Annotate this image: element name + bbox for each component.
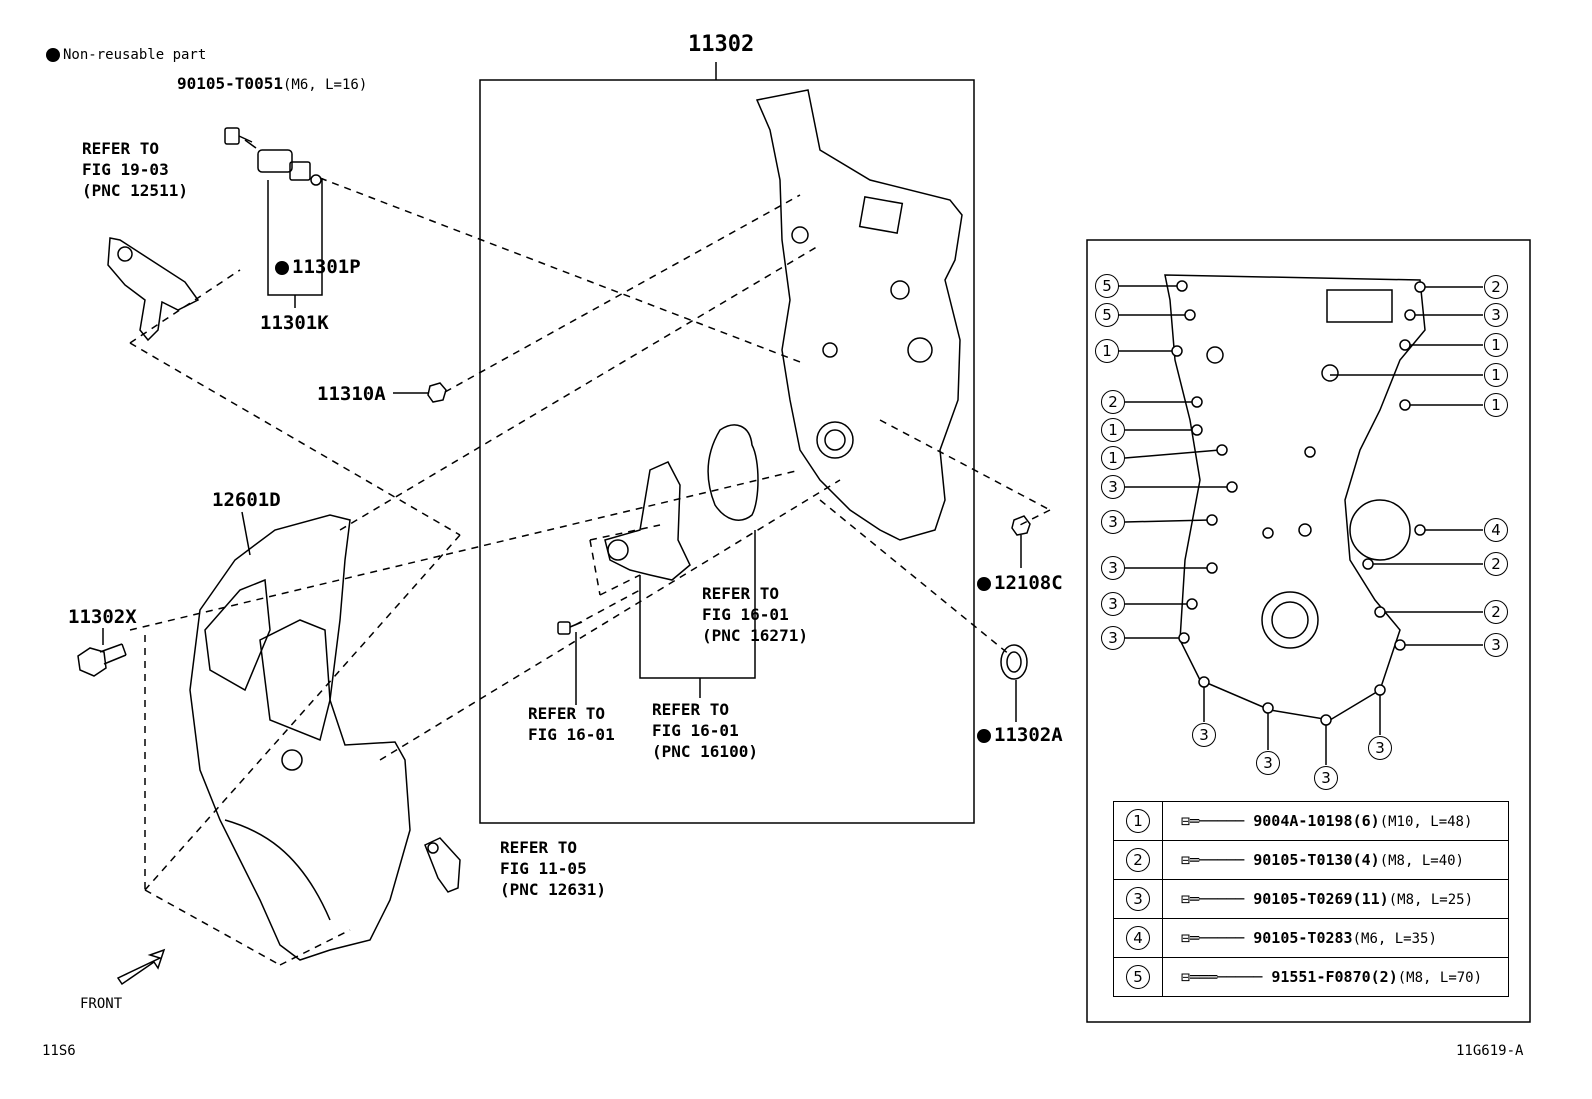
bracket-12511-shape bbox=[107, 237, 200, 342]
callout-circle: 3 bbox=[1484, 303, 1508, 327]
inset-leader-lines bbox=[1118, 285, 1483, 765]
callout-circle: 3 bbox=[1101, 475, 1125, 499]
cover-12601d-shape bbox=[189, 514, 411, 961]
label-12601d[interactable]: 12601D bbox=[212, 489, 281, 511]
bolt-icon: ⊟═───── bbox=[1181, 890, 1245, 908]
timing-cover-11302-shape bbox=[755, 89, 963, 541]
callout-circle: 1 bbox=[1126, 809, 1150, 833]
oil-seal-11302a-shape bbox=[1000, 644, 1028, 680]
bolt-row[interactable]: 1 ⊟═───── 9004A-10198(6)(M10, L=48) bbox=[1113, 801, 1509, 841]
callout-circle: 3 bbox=[1101, 510, 1125, 534]
bolt-row[interactable]: 5 ⊟═══───── 91551-F0870(2)(M8, L=70) bbox=[1113, 957, 1509, 997]
refer-fig-11-05[interactable]: REFER TO FIG 11-05 (PNC 12631) bbox=[500, 838, 606, 899]
bolt-row[interactable]: 3 ⊟═───── 90105-T0269(11)(M8, L=25) bbox=[1113, 879, 1509, 919]
label-11301p[interactable]: 11301P bbox=[275, 256, 361, 278]
callout-circle: 1 bbox=[1484, 363, 1508, 387]
label-11310a[interactable]: 11310A bbox=[317, 383, 386, 405]
crank-position-sensor-shape bbox=[244, 139, 322, 186]
non-reusable-dot-icon bbox=[46, 48, 60, 62]
callout-circle: 1 bbox=[1101, 446, 1125, 470]
callout-circle: 3 bbox=[1101, 556, 1125, 580]
label-11301k[interactable]: 11301K bbox=[260, 312, 329, 334]
callout-circle: 2 bbox=[1484, 600, 1508, 624]
callout-circle: 2 bbox=[1484, 552, 1508, 576]
bolt-location-box bbox=[1086, 239, 1531, 1023]
label-12108c[interactable]: 12108C bbox=[977, 572, 1063, 594]
callout-circle: 4 bbox=[1126, 926, 1150, 950]
bolt-11302x-shape bbox=[77, 643, 127, 677]
bolt-row[interactable]: 2 ⊟═───── 90105-T0130(4)(M8, L=40) bbox=[1113, 840, 1509, 880]
long-bolt-icon: ⊟═══───── bbox=[1181, 968, 1263, 986]
assembly-guide-lines bbox=[129, 177, 1051, 966]
gasket-16271-shape bbox=[707, 424, 759, 521]
bolt-icon: ⊟═───── bbox=[1181, 929, 1245, 947]
callout-circle: 2 bbox=[1484, 275, 1508, 299]
refer-fig-16-01-pnc-16271[interactable]: REFER TO FIG 16-01 (PNC 16271) bbox=[702, 584, 808, 645]
callout-circle: 1 bbox=[1484, 333, 1508, 357]
callout-circle: 3 bbox=[1256, 751, 1280, 775]
label-90105-t0051[interactable]: 90105-T0051(M6, L=16) bbox=[177, 74, 368, 93]
label-11302[interactable]: 11302 bbox=[688, 32, 755, 57]
callout-circle: 3 bbox=[1484, 633, 1508, 657]
callout-circle: 4 bbox=[1484, 518, 1508, 542]
label-11302a[interactable]: 11302A bbox=[977, 724, 1063, 746]
nut-11310a-shape bbox=[427, 382, 447, 403]
refer-fig-16-01[interactable]: REFER TO FIG 16-01 bbox=[528, 704, 615, 744]
callout-circle: 1 bbox=[1101, 418, 1125, 442]
bolt-table: 1 ⊟═───── 9004A-10198(6)(M10, L=48) 2 ⊟═… bbox=[1113, 801, 1509, 997]
callout-circle: 3 bbox=[1192, 723, 1216, 747]
callout-circle: 3 bbox=[1314, 766, 1338, 790]
bolt-icon: ⊟═───── bbox=[1181, 812, 1245, 830]
oil-pump-shape bbox=[604, 461, 691, 581]
refer-fig-19-03[interactable]: REFER TO FIG 19-03 (PNC 12511) bbox=[82, 139, 188, 200]
callout-circle: 2 bbox=[1101, 390, 1125, 414]
page-code: 11S6 bbox=[42, 1043, 76, 1059]
label-11302x[interactable]: 11302X bbox=[68, 606, 137, 628]
callout-circle: 3 bbox=[1368, 736, 1392, 760]
callout-circle: 3 bbox=[1101, 592, 1125, 616]
front-label: FRONT bbox=[80, 996, 123, 1012]
callout-circle: 1 bbox=[1484, 393, 1508, 417]
callout-circle: 5 bbox=[1095, 303, 1119, 327]
callout-circle: 5 bbox=[1095, 274, 1119, 298]
sensor-bolt-shape bbox=[224, 127, 253, 145]
callout-circle: 3 bbox=[1101, 626, 1125, 650]
bolt-refer-16-01-shape bbox=[557, 621, 583, 635]
timing-cover-group-box bbox=[479, 79, 975, 824]
non-reusable-dot-icon bbox=[977, 576, 991, 591]
refer-fig-16-01-pnc-16100[interactable]: REFER TO FIG 16-01 (PNC 16100) bbox=[652, 700, 758, 761]
front-arrow-shape bbox=[116, 948, 166, 986]
callout-circle: 1 bbox=[1095, 339, 1119, 363]
callout-circle: 2 bbox=[1126, 848, 1150, 872]
non-reusable-dot-icon bbox=[977, 728, 991, 743]
callout-circle: 3 bbox=[1126, 887, 1150, 911]
diagram-code: 11G619-A bbox=[1456, 1043, 1524, 1059]
non-reusable-dot-icon bbox=[275, 260, 289, 275]
legend: Non-reusable part bbox=[46, 44, 206, 66]
callout-circle: 5 bbox=[1126, 965, 1150, 989]
plate-12631-shape bbox=[424, 837, 461, 893]
bolt-row[interactable]: 4 ⊟═───── 90105-T0283(M6, L=35) bbox=[1113, 918, 1509, 958]
nut-12108c-shape bbox=[1011, 515, 1031, 536]
inset-cover-outline bbox=[1164, 274, 1426, 721]
bolt-icon: ⊟═───── bbox=[1181, 851, 1245, 869]
